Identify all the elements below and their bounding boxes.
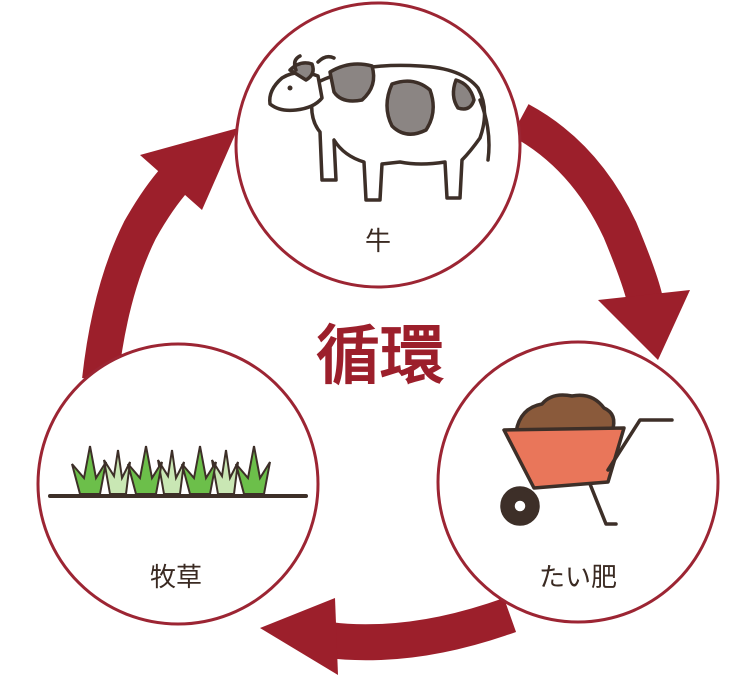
cycle-arrows <box>82 104 690 675</box>
node-grass-label: 牧草 <box>150 563 202 593</box>
grass-icon <box>48 445 308 498</box>
node-grass: 牧草 <box>36 342 320 626</box>
wheelbarrow-icon <box>500 393 674 526</box>
arrow-manure-to-grass <box>260 598 517 675</box>
center-title: 循環 <box>316 320 444 394</box>
node-cow-label: 牛 <box>365 227 391 257</box>
node-manure: たい肥 <box>436 340 720 624</box>
node-cow: 牛 <box>234 1 522 289</box>
arrow-grass-to-cow <box>82 128 238 382</box>
node-manure-label: たい肥 <box>539 563 617 593</box>
arrow-cow-to-manure <box>511 104 690 360</box>
cow-icon <box>268 54 491 202</box>
